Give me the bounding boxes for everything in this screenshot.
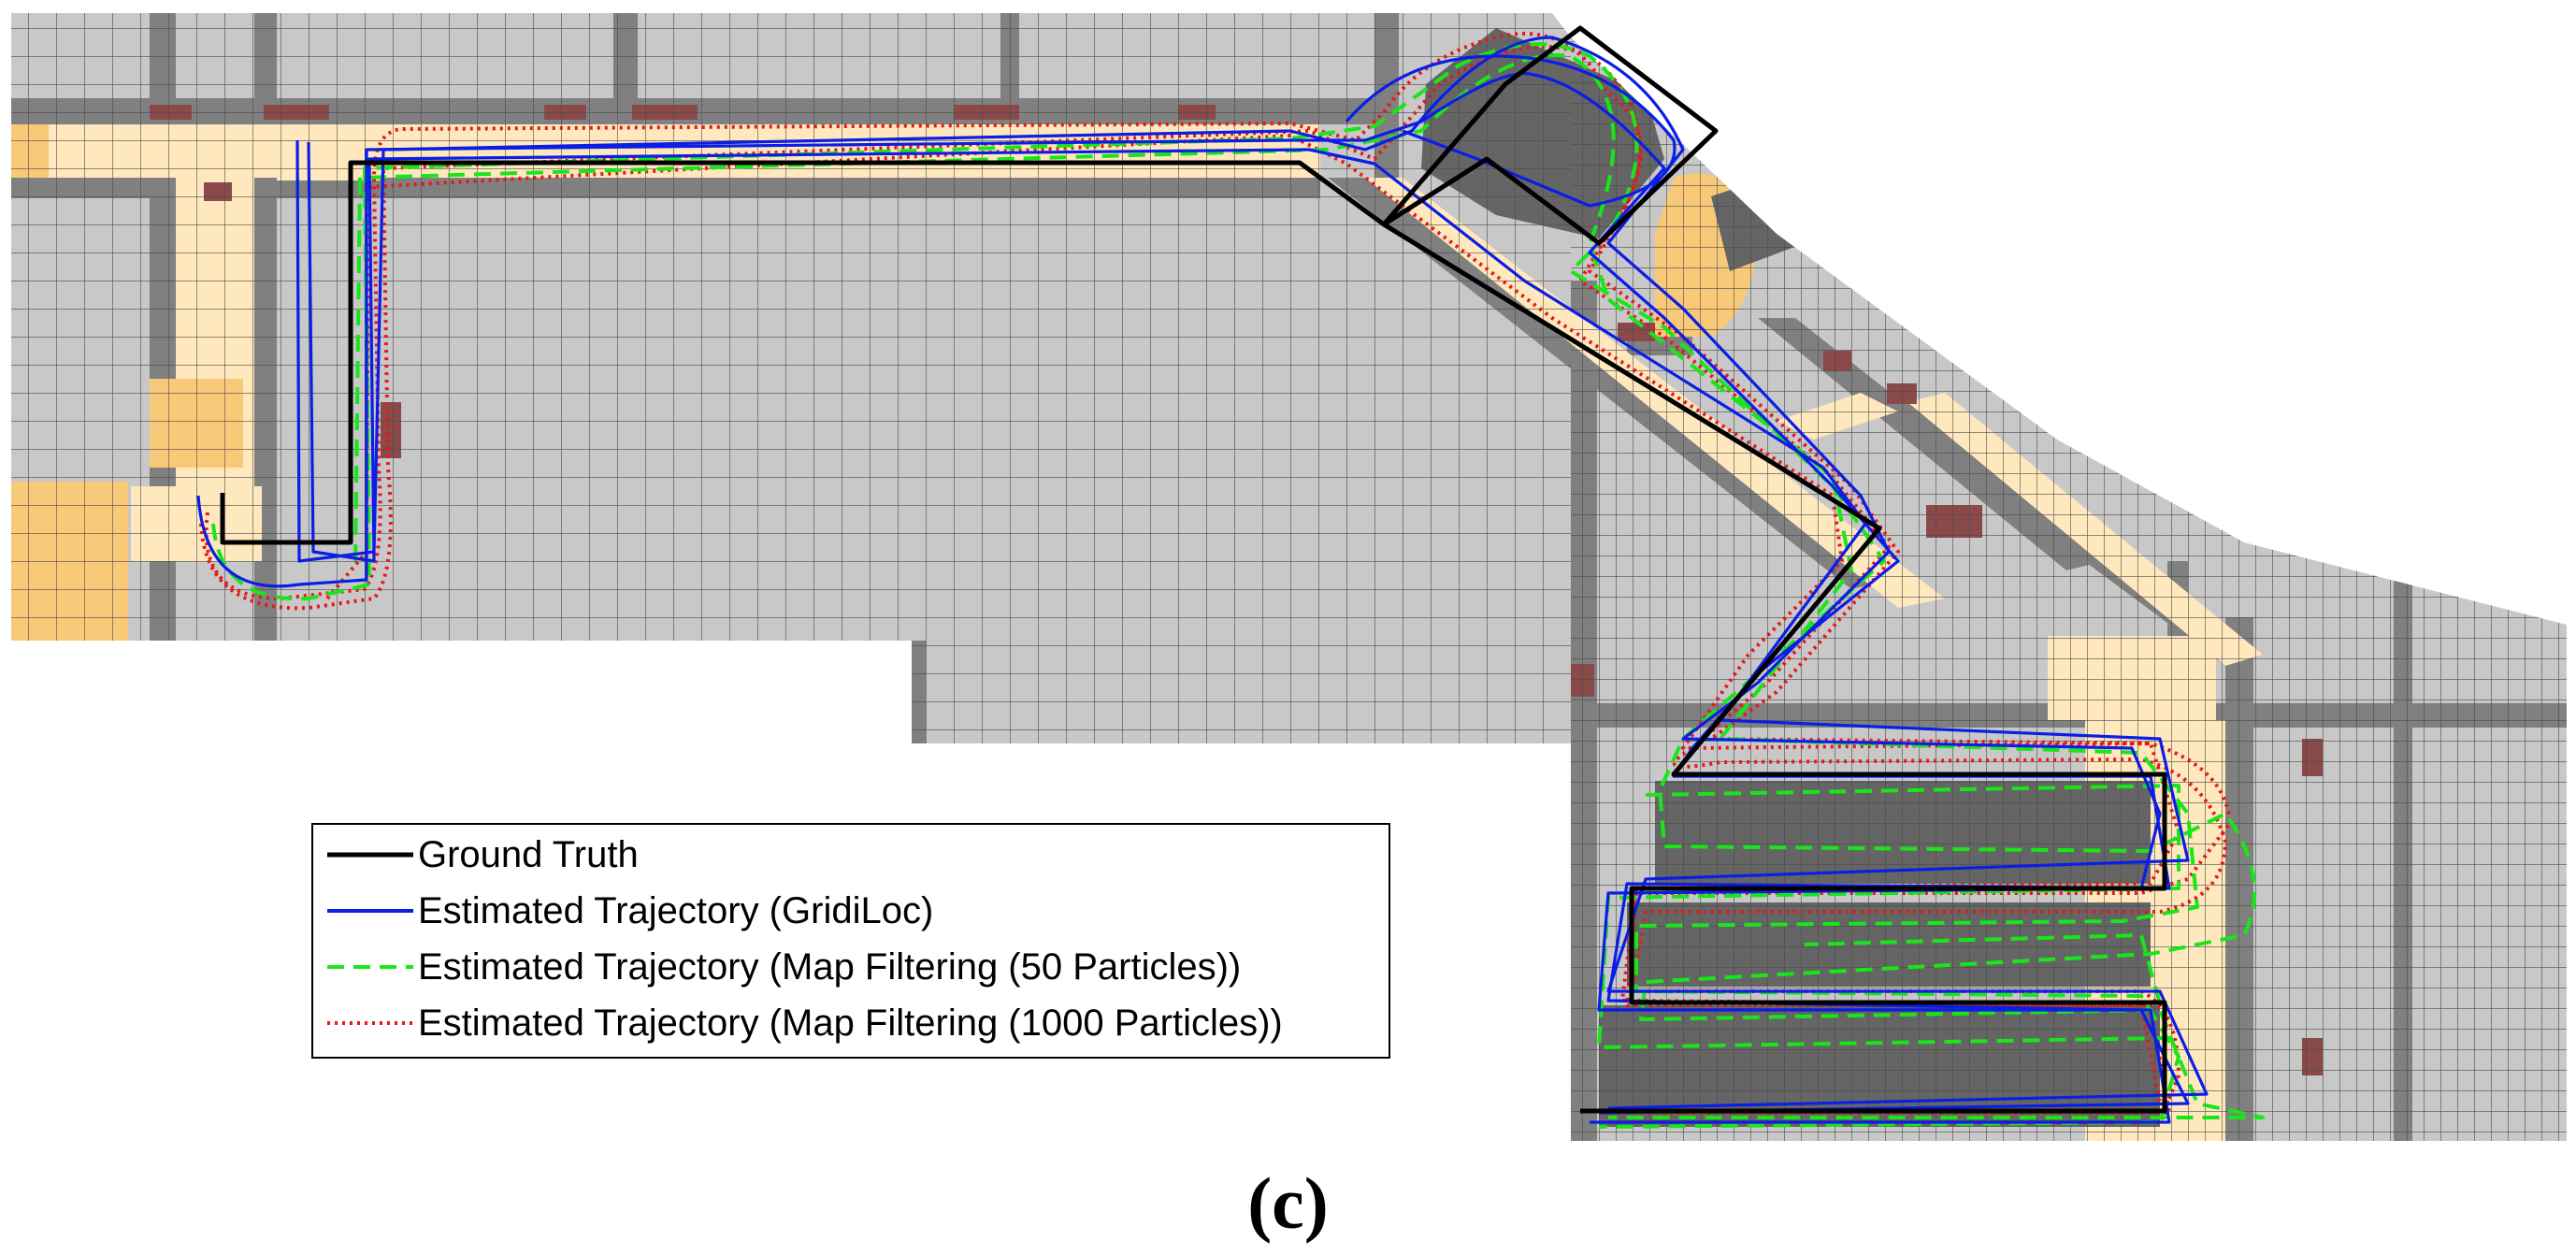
legend-label: Ground Truth — [418, 834, 639, 875]
grid-left — [11, 13, 899, 641]
floor-plan-map — [11, 13, 2567, 1141]
gridiloc-line-icon — [327, 909, 413, 913]
legend-label: Estimated Trajectory (Map Filtering (50 … — [418, 946, 1242, 988]
trajectories — [196, 25, 2265, 1129]
legend-label: Estimated Trajectory (GridiLoc) — [418, 890, 934, 931]
ground-truth-line-icon — [327, 852, 413, 858]
legend-label: Estimated Trajectory (Map Filtering (100… — [418, 1003, 1283, 1044]
grid-right — [1571, 13, 2567, 1141]
map-filtering-1000-line-icon — [327, 1021, 413, 1025]
trajectory-ground-truth — [220, 25, 2167, 1114]
figure-caption: (c) — [1247, 1162, 1329, 1244]
legend: Ground Truth Estimated Trajectory (Gridi… — [311, 823, 1390, 1059]
map-filtering-50-line-icon — [327, 965, 413, 969]
